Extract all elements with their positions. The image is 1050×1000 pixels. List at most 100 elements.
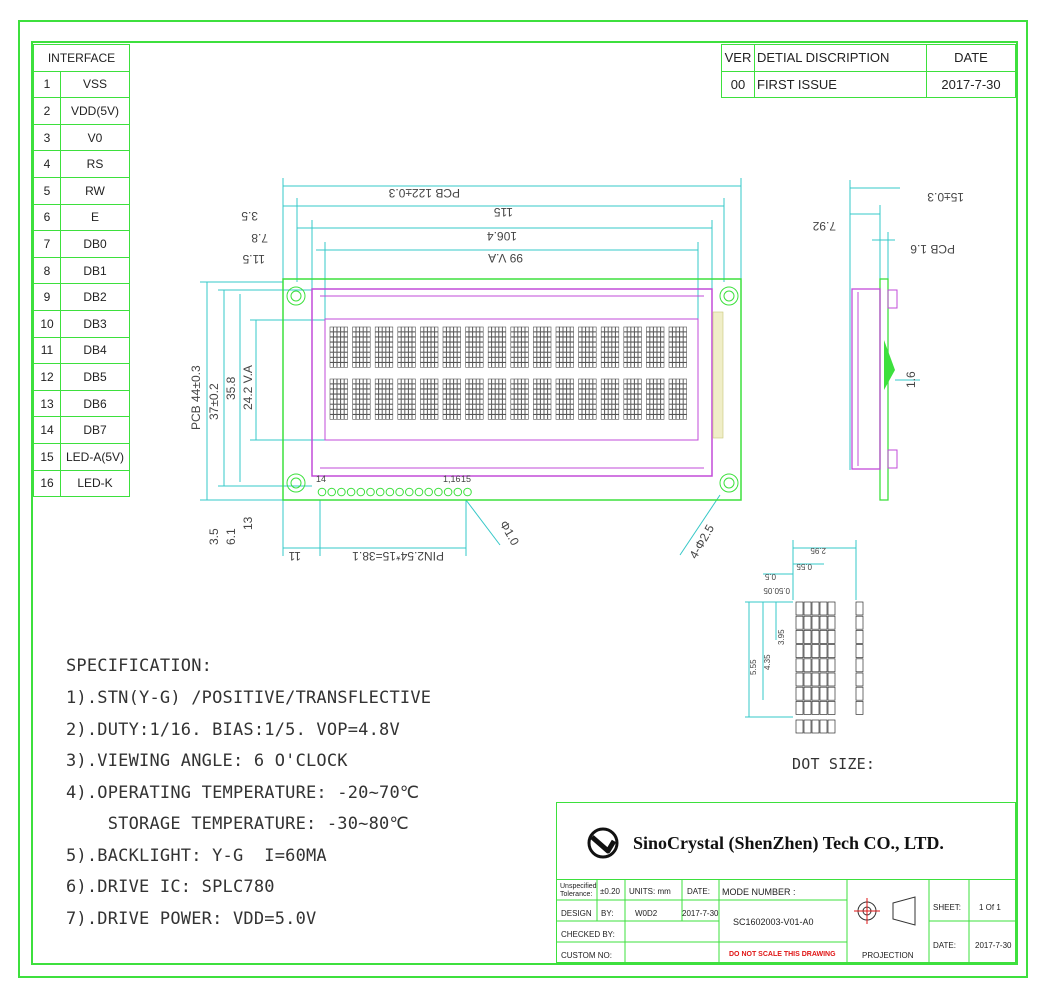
dim-text-left-3.5: 3.5	[207, 528, 221, 545]
pin-pad	[463, 487, 472, 497]
char-cell	[329, 378, 348, 420]
mount-hole-tl	[286, 286, 306, 306]
pin-pad	[385, 487, 395, 497]
pin-name: V0	[60, 123, 130, 152]
pin-pad	[375, 487, 385, 497]
dot	[819, 686, 828, 701]
pin-pad	[356, 487, 366, 497]
dot-size-caption: DOT SIZE:	[792, 755, 876, 773]
checked-label: CHECKED BY:	[561, 930, 615, 939]
rev-col-desc: DETIAL DISCRIPTION	[754, 44, 927, 72]
dot	[795, 630, 804, 644]
dot	[855, 601, 864, 616]
projection-label: PROJECTION	[862, 951, 914, 960]
char-cell	[487, 378, 507, 420]
char-cell	[352, 326, 371, 368]
rev-col-date: DATE	[926, 44, 1016, 72]
rev-col-ver: VER	[721, 44, 755, 72]
char-cell	[555, 326, 574, 368]
dim-text-11: 11	[288, 549, 301, 563]
dot	[803, 644, 812, 658]
dim-text-left-13: 13	[241, 516, 255, 530]
char-cell	[578, 378, 597, 420]
dot	[795, 686, 804, 701]
company-logo-icon	[587, 827, 619, 859]
title-block: SinoCrystal (ShenZhen) Tech CO., LTD. Un…	[556, 802, 1016, 963]
dot	[827, 644, 836, 658]
sheet-label: SHEET:	[933, 903, 962, 912]
dim-text-24.2: 24.2 V.A	[241, 365, 255, 410]
side-dim-7.92: 7.92	[812, 219, 836, 233]
pin-name: VDD(5V)	[60, 97, 130, 125]
dot	[811, 644, 820, 658]
dot	[855, 615, 864, 630]
dot	[803, 672, 812, 687]
char-cell	[510, 326, 529, 368]
pin-name: RW	[60, 176, 130, 205]
interface-title: INTERFACE	[33, 44, 130, 72]
custom-label: CUSTOM NO:	[561, 951, 612, 960]
dot	[803, 601, 812, 616]
pin-number: 10	[33, 309, 61, 338]
dot-dim-4.35: 4.35	[763, 654, 772, 670]
pin-name: VSS	[60, 70, 130, 99]
pin-number: 6	[33, 203, 61, 232]
date-label: DATE:	[687, 887, 710, 896]
design-date: 2017-7-30	[682, 909, 719, 918]
char-cell	[668, 326, 687, 368]
dot	[811, 601, 820, 616]
dot	[795, 644, 804, 658]
side-view: 15±0.3 7.92 PCB 1.6 1.6	[812, 180, 964, 501]
char-cell	[442, 326, 461, 368]
rev-date: 2017-7-30	[926, 70, 1016, 99]
pin-label-14: 14	[316, 474, 326, 484]
pin-name: DB3	[60, 309, 130, 338]
dot-dim-0.5b: 0.5	[778, 586, 790, 595]
design-by: W0D2	[635, 909, 658, 918]
pin-number: 12	[33, 363, 61, 391]
dot	[803, 658, 812, 673]
sheet-value: 1 Of 1	[979, 903, 1001, 912]
dim-text-left-6.1: 6.1	[224, 528, 238, 545]
dot	[811, 630, 820, 644]
dot	[855, 686, 864, 701]
model-number: SC1602003-V01-A0	[733, 917, 814, 927]
pin-number: 15	[33, 442, 61, 471]
char-cell	[397, 378, 416, 420]
spec-line: 2).DUTY:1/16. BIAS:1/5. VOP=4.8V	[66, 719, 400, 740]
dot	[795, 672, 804, 687]
dot-dim-0.5: 0.5	[764, 572, 776, 581]
pin-number: 13	[33, 389, 61, 418]
char-cell	[668, 378, 687, 420]
dot	[819, 644, 828, 658]
dot	[827, 672, 836, 687]
dim-text-pcb-height: PCB 44±0.3	[189, 365, 203, 430]
design-label: DESIGN	[561, 909, 592, 918]
char-cell	[465, 326, 484, 368]
scale-warning: DO NOT SCALE THIS DRAWING	[729, 951, 836, 958]
char-cell	[329, 326, 348, 368]
pin-pad	[395, 487, 404, 497]
char-cell	[533, 378, 552, 420]
dot	[855, 630, 864, 644]
char-cell	[646, 378, 665, 420]
dot	[855, 701, 864, 715]
pin-number: 1	[33, 70, 61, 99]
spec-line: 1).STN(Y-G) /POSITIVE/TRANSFLECTIVE	[66, 688, 432, 708]
cursor-dot	[819, 719, 828, 734]
dot	[811, 701, 820, 715]
pin-hole-dim-text: Φ1.0	[497, 518, 522, 548]
char-cell	[510, 378, 529, 420]
mount-hole-tr	[719, 286, 739, 306]
units-label: UNITS: mm	[629, 887, 671, 896]
dot	[819, 615, 828, 630]
mount-hole-br	[719, 473, 739, 493]
dot-dim-5.55: 5.55	[749, 659, 758, 675]
dim-text-va: 99 V.A	[488, 251, 523, 265]
